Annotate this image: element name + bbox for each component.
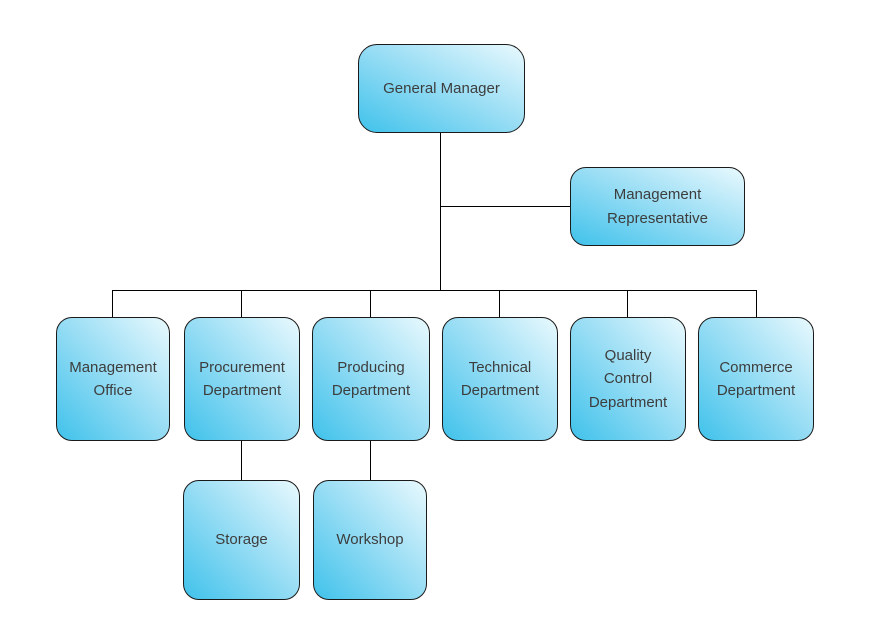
node-label: Workshop xyxy=(336,531,404,549)
connector-stub-procurement xyxy=(241,290,243,317)
node-quality-control-department[interactable]: Quality Control Department xyxy=(570,317,686,441)
node-workshop[interactable]: Workshop xyxy=(313,480,427,600)
node-commerce-department[interactable]: Commerce Department xyxy=(698,317,814,441)
connector-stub-management-office xyxy=(112,290,114,317)
node-producing-department[interactable]: Producing Department xyxy=(312,317,430,441)
node-label: Commerce Department xyxy=(716,358,796,399)
connector-stub-producing xyxy=(370,290,372,317)
node-management-representative[interactable]: Management Representative xyxy=(570,167,745,246)
connector-gm-trunk xyxy=(440,133,442,290)
connector-stub-commerce xyxy=(756,290,758,317)
node-label: Technical Department xyxy=(460,358,540,399)
node-label: Management Office xyxy=(69,358,157,399)
connector-producing-to-workshop xyxy=(370,441,372,480)
node-label: General Manager xyxy=(383,79,500,97)
node-procurement-department[interactable]: Procurement Department xyxy=(184,317,300,441)
connector-procurement-to-storage xyxy=(241,441,243,480)
node-general-manager[interactable]: General Manager xyxy=(358,44,525,133)
connector-gm-to-mgmt-rep xyxy=(440,206,570,208)
node-label: Quality Control Department xyxy=(588,347,668,411)
node-management-office[interactable]: Management Office xyxy=(56,317,170,441)
connector-stub-technical xyxy=(499,290,501,317)
connector-bus xyxy=(112,290,757,292)
node-technical-department[interactable]: Technical Department xyxy=(442,317,558,441)
node-label: Storage xyxy=(215,531,268,549)
connector-stub-quality-control xyxy=(627,290,629,317)
node-label: Procurement Department xyxy=(199,358,285,399)
node-label: Producing Department xyxy=(331,358,411,399)
node-label: Management Representative xyxy=(607,186,708,227)
node-storage[interactable]: Storage xyxy=(183,480,300,600)
